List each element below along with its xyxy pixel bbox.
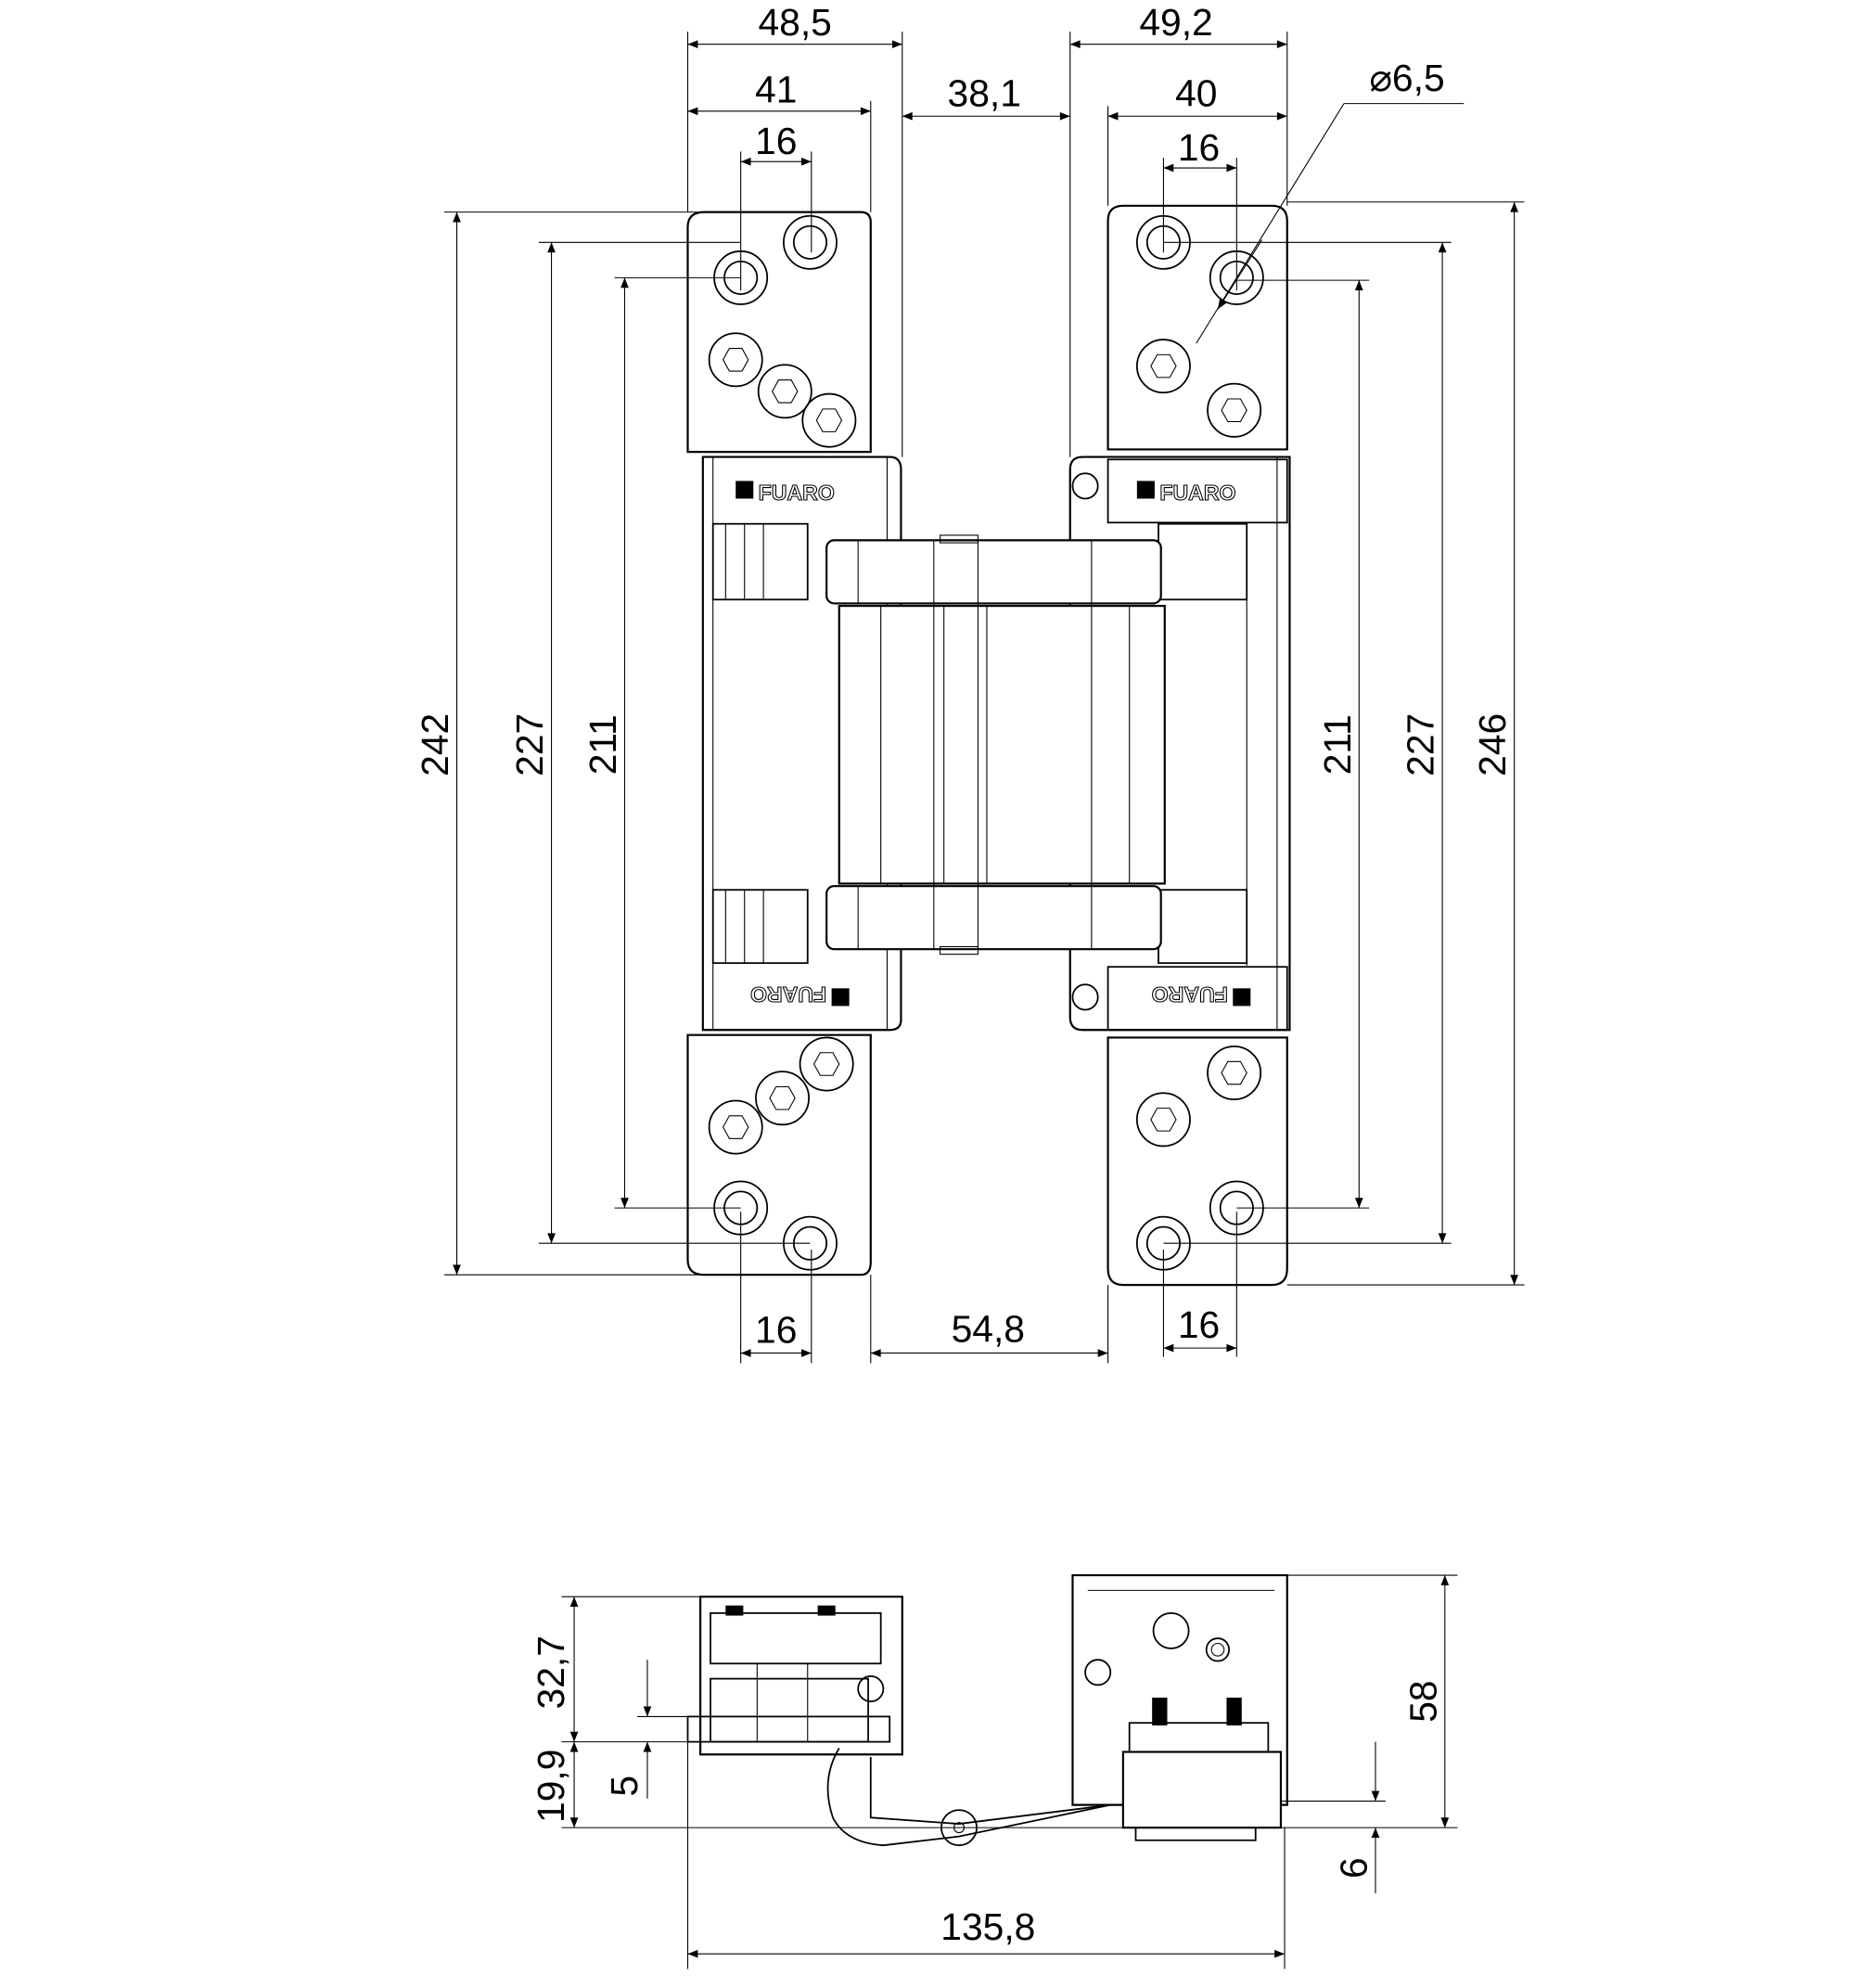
dim-bottom-offset: 6 (1332, 1857, 1375, 1879)
hinge-center (838, 605, 1166, 885)
brand-mark-right-inverted: FUARO (1152, 982, 1228, 1007)
hinge-knuckle-upper (825, 539, 1162, 605)
fuaro-logo-icon (736, 481, 754, 499)
left-lower-plate (686, 1033, 872, 1276)
hinge-front-view: FUARO FUARO FUARO FUARO (686, 204, 1291, 1287)
hinge-side-view (686, 1573, 1288, 1847)
dim-right-overall-height: 246 (1471, 713, 1514, 776)
dim-left-plate-width: 41 (755, 68, 797, 110)
dim-left-hole-outer-span: 227 (508, 713, 551, 776)
dim-total-height: 58 (1401, 1680, 1444, 1722)
dim-gap-between-bodies: 38,1 (948, 71, 1021, 114)
top-view-dimensions: 48,5 41 16 38,1 49,2 40 16 ⌀6,5 242 227 … (414, 1, 1525, 1364)
brand-mark-right: FUARO (1159, 481, 1235, 505)
hinge-knuckle-lower (825, 885, 1162, 951)
brand-mark-inverted: FUARO (750, 982, 826, 1007)
dim-right-hole-spacing-top: 16 (1178, 126, 1220, 169)
dim-plate-gap-bottom: 54,8 (952, 1307, 1025, 1350)
dim-right-plate-total-width: 49,2 (1139, 1, 1212, 44)
side-view-dimensions: 32,7 19,9 5 58 6 135,8 (530, 1574, 1458, 1969)
dim-upper-height: 32,7 (530, 1635, 572, 1709)
dim-right-hole-inner-span: 211 (1316, 714, 1359, 775)
dim-left-overall-height: 242 (414, 713, 456, 776)
dim-hole-diameter: ⌀6,5 (1369, 57, 1444, 99)
dim-right-plate-width: 40 (1175, 71, 1217, 114)
dim-left-hole-spacing-top: 16 (755, 120, 797, 162)
brand-mark: FUARO (759, 481, 835, 505)
dim-lower-height: 19,9 (530, 1750, 572, 1823)
dim-left-hole-inner-span: 211 (582, 714, 624, 775)
dim-left-hole-spacing-bottom: 16 (755, 1309, 797, 1352)
dim-right-hole-spacing-bottom: 16 (1178, 1303, 1220, 1346)
dim-left-plate-total-width: 48,5 (758, 1, 831, 44)
dim-offset: 5 (603, 1776, 646, 1797)
left-upper-plate (686, 211, 872, 454)
dim-total-width: 135,8 (940, 1905, 1035, 1948)
dim-right-hole-outer-span: 227 (1400, 713, 1442, 776)
